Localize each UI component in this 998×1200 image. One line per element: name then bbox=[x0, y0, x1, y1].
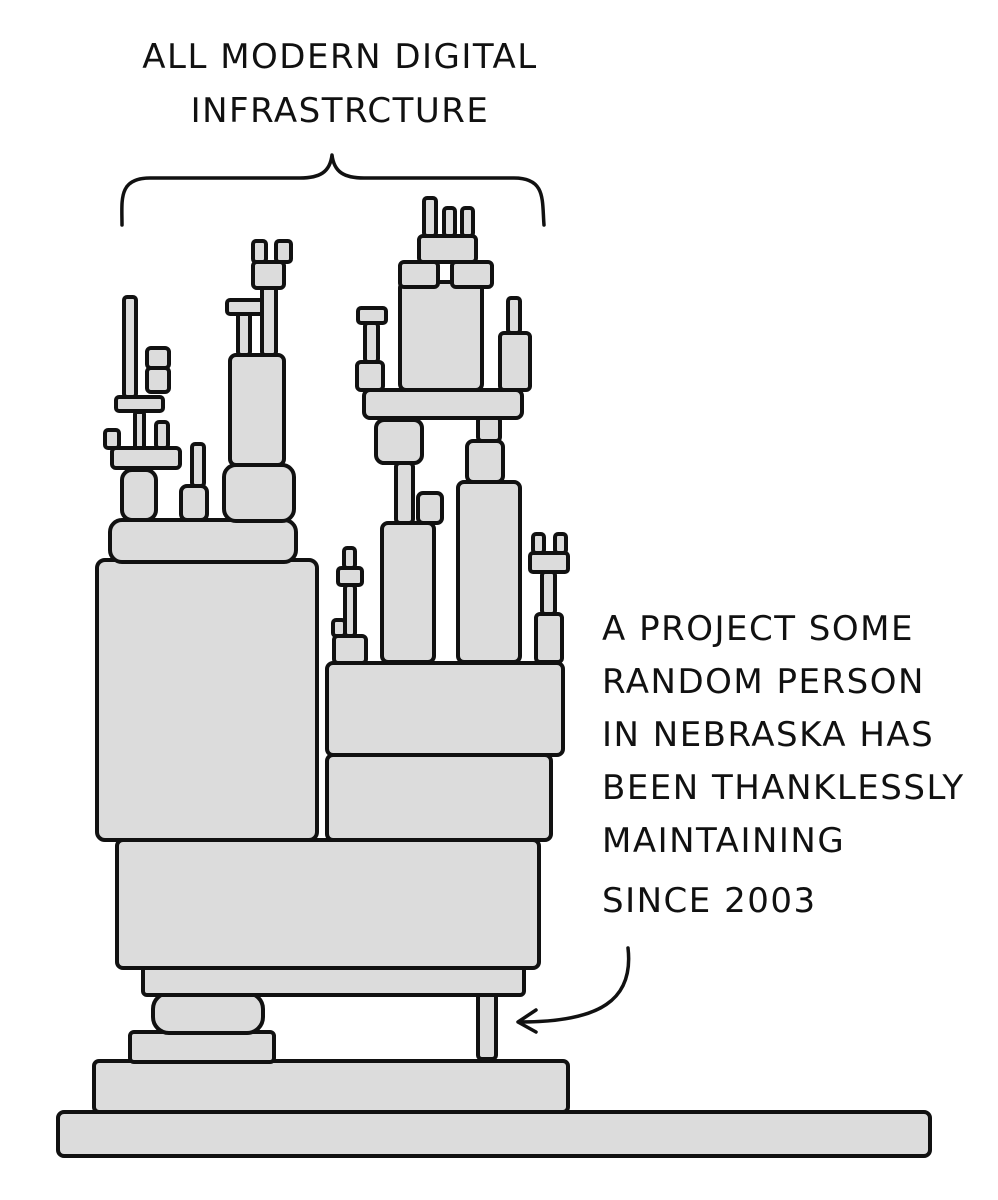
heading-line-1: ALL MODERN DIGITAL bbox=[142, 37, 538, 77]
base-slab bbox=[56, 1110, 932, 1158]
far-right-nub-2 bbox=[553, 532, 568, 555]
left-tiny-stack-1 bbox=[145, 346, 171, 370]
right-top-left-cap bbox=[398, 260, 440, 289]
left-cap-slab bbox=[108, 518, 298, 564]
right-col-1-pin bbox=[394, 461, 415, 525]
right-tiny-plank bbox=[336, 566, 364, 587]
middle-cap-nub-2 bbox=[274, 239, 293, 264]
caption-line-5: MAINTAINING bbox=[602, 821, 845, 861]
right-col-2 bbox=[456, 480, 522, 664]
right-tiny-pin bbox=[343, 583, 357, 638]
caption-line-6: SINCE 2003 bbox=[602, 881, 817, 921]
middle-plank bbox=[225, 298, 265, 316]
right-side-block bbox=[498, 331, 532, 392]
right-left-stack-base bbox=[355, 360, 385, 392]
left-pin-1 bbox=[190, 442, 206, 488]
base-layer-2 bbox=[92, 1059, 570, 1114]
left-foot bbox=[128, 1030, 276, 1064]
right-left-stack-pin bbox=[363, 321, 380, 364]
right-col-2-cap bbox=[465, 439, 505, 484]
right-tiny-base bbox=[332, 634, 368, 665]
right-top-right-cap bbox=[450, 260, 494, 289]
block-tower bbox=[56, 196, 932, 1158]
left-plank bbox=[110, 446, 182, 470]
right-top-bar bbox=[417, 234, 478, 264]
heading-line-2: INFRASTRCTURE bbox=[191, 91, 490, 131]
far-right-pin bbox=[540, 570, 557, 616]
right-top-pin-1 bbox=[422, 196, 438, 238]
right-lower-block bbox=[325, 753, 553, 842]
left-large-block bbox=[95, 558, 319, 842]
left-plank-2 bbox=[114, 395, 165, 413]
right-top-pin-2 bbox=[442, 206, 457, 238]
middle-round-base bbox=[222, 463, 296, 523]
left-round-1 bbox=[120, 468, 158, 522]
left-nub-1 bbox=[103, 428, 121, 450]
middle-cap-nub-1 bbox=[251, 239, 268, 264]
far-right-nub-1 bbox=[531, 532, 546, 555]
right-col-1-nub bbox=[416, 491, 444, 525]
middle-column bbox=[228, 353, 286, 467]
right-col-1-cap bbox=[374, 418, 424, 465]
mid-wide-block bbox=[115, 838, 541, 970]
middle-cap bbox=[251, 260, 286, 290]
tiny-critical-block bbox=[476, 991, 498, 1061]
left-foot-round bbox=[151, 991, 265, 1035]
right-top-box bbox=[398, 280, 484, 392]
right-col-2-top bbox=[476, 415, 502, 443]
right-left-stack-cap bbox=[356, 306, 388, 325]
left-pin-2 bbox=[133, 410, 146, 450]
pointer-arrow bbox=[518, 946, 631, 1024]
right-upper-block bbox=[325, 661, 565, 757]
right-tiny-top bbox=[342, 546, 357, 570]
left-nub-2 bbox=[154, 420, 170, 450]
right-side-pin bbox=[506, 296, 522, 335]
pointer-arrowhead bbox=[516, 1008, 538, 1034]
right-top-pin-3 bbox=[460, 206, 475, 238]
far-right-block bbox=[534, 612, 564, 664]
left-stick bbox=[122, 295, 138, 399]
middle-pin-a bbox=[236, 311, 252, 357]
far-right-plank bbox=[528, 551, 570, 574]
caption-line-2: RANDOM PERSON bbox=[602, 662, 925, 702]
caption-line-4: BEEN THANKLESSLY bbox=[602, 768, 965, 808]
caption-line-1: A PROJECT SOME bbox=[602, 609, 914, 649]
caption: A PROJECT SOME RANDOM PERSON IN NEBRASKA… bbox=[602, 609, 965, 921]
left-tiny-stack-2 bbox=[145, 366, 171, 394]
right-plank-large bbox=[362, 388, 524, 420]
right-col-1 bbox=[380, 521, 436, 664]
curly-brace bbox=[120, 153, 546, 227]
middle-pin-b bbox=[260, 285, 278, 357]
caption-line-3: IN NEBRASKA HAS bbox=[602, 715, 934, 755]
left-small-1 bbox=[179, 484, 209, 522]
